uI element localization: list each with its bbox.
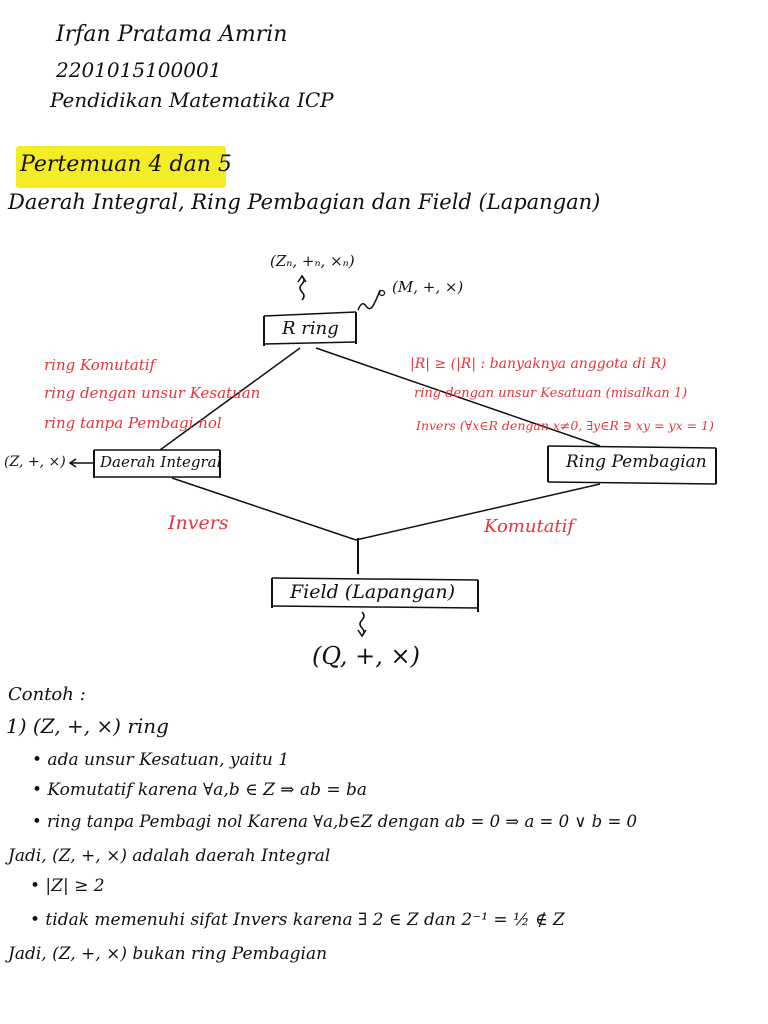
edge-ring-to-division bbox=[315, 347, 601, 447]
edge-label-komutatif: Komutatif bbox=[484, 516, 575, 537]
zn-structure-label: (Zₙ, +ₙ, ×ₙ) bbox=[270, 252, 355, 270]
ring-note-right-2: ring dengan unsur Kesatuan (misalkan 1) bbox=[414, 386, 688, 401]
hierarchy-diagram bbox=[68, 274, 717, 638]
integral-domain-box-label: Daerah Integral bbox=[100, 453, 222, 471]
edge-division-to-field bbox=[355, 483, 601, 541]
example-heading: Contoh : bbox=[8, 684, 86, 705]
ring-note-right-1: |R| ≥ (|R| : banyaknya anggota di R) bbox=[410, 356, 667, 372]
wavy-connector-zn bbox=[299, 275, 305, 301]
study-program: Pendidikan Matematika ICP bbox=[50, 88, 334, 112]
edge-integral-to-field bbox=[171, 477, 357, 541]
ring-note-left-2: ring dengan unsur Kesatuan bbox=[44, 384, 261, 402]
wavy-connector-m bbox=[357, 289, 381, 311]
edge-label-invers: Invers bbox=[168, 512, 229, 534]
example-item-1: 1) (Z, +, ×) ring bbox=[6, 714, 169, 738]
example-conclusion-1: Jadi, (Z, +, ×) adalah daerah Integral bbox=[8, 846, 331, 866]
field-box-label: Field (Lapangan) bbox=[290, 581, 456, 603]
ring-note-left-1: ring Komutatif bbox=[44, 356, 156, 374]
meeting-title: Pertemuan 4 dan 5 bbox=[20, 152, 232, 177]
example-bullet-1: • ada unsur Kesatuan, yaitu 1 bbox=[32, 750, 290, 770]
title-highlight bbox=[16, 146, 226, 188]
ring-note-left-3: ring tanpa Pembagi nol bbox=[44, 414, 222, 432]
example-bullet-4: • |Z| ≥ 2 bbox=[30, 876, 105, 896]
ring-box-label: R ring bbox=[282, 318, 339, 339]
example-conclusion-2: Jadi, (Z, +, ×) bukan ring Pembagian bbox=[8, 944, 328, 964]
m-structure-label: (M, +, ×) bbox=[392, 278, 464, 296]
integral-example-label: (Z, +, ×) bbox=[4, 454, 66, 470]
connector-dot-m bbox=[378, 289, 386, 297]
student-id: 2201015100001 bbox=[56, 58, 222, 82]
example-bullet-3: • ring tanpa Pembagi nol Karena ∀a,b∈Z d… bbox=[32, 812, 638, 831]
student-name: Irfan Pratama Amrin bbox=[56, 22, 288, 47]
example-bullet-2: • Komutatif karena ∀a,b ∈ Z ⇒ ab = ba bbox=[32, 780, 368, 800]
ring-note-right-3: Invers (∀x∈R dengan x≠0, ∃y∈R ∋ xy = yx … bbox=[416, 418, 714, 433]
topic-title: Daerah Integral, Ring Pembagian dan Fiel… bbox=[8, 190, 601, 214]
arrowhead-zn bbox=[297, 274, 307, 283]
example-bullet-5: • tidak memenuhi sifat Invers karena ∃ 2… bbox=[30, 910, 565, 930]
edge-ring-to-integral bbox=[159, 347, 301, 451]
field-example-label: (Q, +, ×) bbox=[312, 642, 420, 670]
division-ring-box-label: Ring Pembagian bbox=[566, 452, 707, 472]
